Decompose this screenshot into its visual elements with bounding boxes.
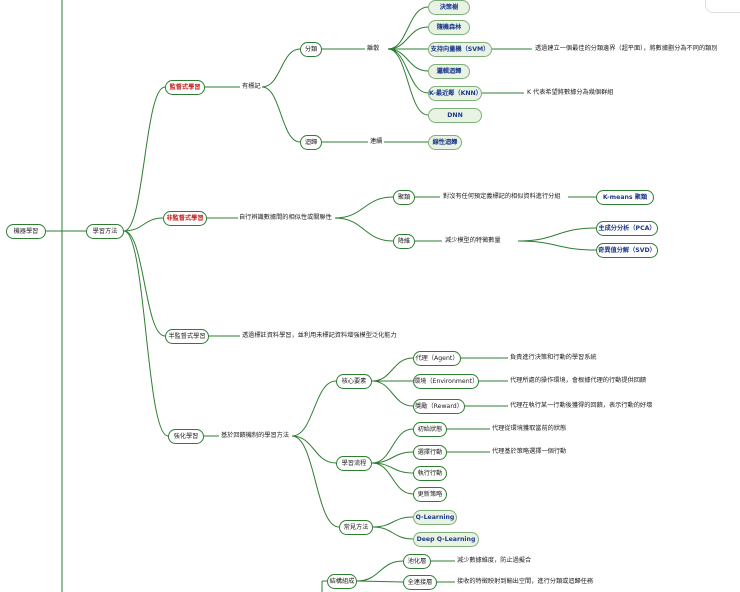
node-machine-learning[interactable]: 機器學習	[6, 224, 46, 239]
connector-line	[123, 217, 164, 232]
node-kmeans[interactable]: K-means 聚類	[596, 190, 654, 205]
node-reinforcement[interactable]: 強化學習	[168, 429, 204, 444]
node-svd[interactable]: 奇異值分解（SVD）	[596, 243, 658, 258]
dim-reduction-note: 減少模型的特徵數量	[445, 237, 501, 244]
label-continuous: 連續	[370, 138, 383, 145]
connector-line	[334, 196, 394, 219]
node-learning-methods[interactable]: 學習方法	[86, 224, 124, 239]
node-dnn[interactable]: DNN	[428, 108, 482, 123]
reward-note: 代理在執行某一行動後獲得的回饋，表示行動的好壞	[510, 402, 653, 409]
node-unsupervised[interactable]: 非監督式學習	[163, 211, 207, 226]
node-initial-state[interactable]: 初始狀態	[413, 422, 447, 437]
connector-line	[517, 227, 597, 242]
node-pooling-layer[interactable]: 池化層	[403, 554, 431, 569]
fc-note: 接收的特徵映射到輸出空間，進行分類或迴歸任務	[457, 578, 594, 585]
connector-line	[387, 48, 429, 94]
node-deep-q-learning[interactable]: Deep Q-Learning	[413, 532, 479, 547]
connector-line	[387, 48, 429, 72]
initial-state-note: 代理從環境獲取當前的狀態	[492, 425, 567, 432]
label-discrete: 離散	[367, 45, 380, 52]
node-supervised[interactable]: 監督式學習	[165, 80, 205, 95]
unsupervised-desc: 自行辨識數據間的相似性或關聯性	[239, 214, 332, 221]
node-regression[interactable]: 迴歸	[300, 135, 322, 150]
connector-line	[372, 516, 414, 528]
node-execute-action[interactable]: 執行行動	[413, 466, 447, 481]
agent-note: 負責進行決策和行動的學習系統	[510, 354, 597, 361]
connector-line	[387, 26, 429, 50]
connector-line	[371, 451, 414, 464]
node-classification[interactable]: 分類	[300, 42, 322, 57]
window-corner	[705, 0, 740, 13]
node-update-policy[interactable]: 更新策略	[413, 487, 447, 502]
node-common-methods[interactable]: 常見方法	[339, 520, 373, 535]
pooling-note: 減少數據維度，防止過擬合	[457, 557, 532, 564]
node-decision-tree[interactable]: 決策樹	[428, 0, 470, 15]
node-q-learning[interactable]: Q-Learning	[413, 510, 457, 525]
clustering-note: 對沒有任何預定義標記的相似資料進行分組	[443, 193, 561, 200]
connector-line	[371, 462, 414, 495]
environment-note: 代理所處的操作環境，會根據代理的行動提供回饋	[510, 377, 647, 384]
connector-line	[261, 86, 301, 143]
node-linear-regression[interactable]: 線性迴歸	[428, 135, 462, 150]
connector-line	[123, 230, 169, 437]
connector-line	[291, 435, 340, 528]
connector-line	[387, 6, 429, 50]
node-environment[interactable]: 環境（Environment）	[413, 374, 479, 389]
node-random-forest[interactable]: 隨機森林	[428, 20, 470, 35]
connector-line	[123, 86, 166, 232]
connector-line	[291, 435, 337, 464]
knn-note: K 代表希望將數據分為幾個群組	[527, 89, 614, 96]
connector-line	[371, 428, 414, 464]
node-dim-reduction[interactable]: 降維	[393, 234, 415, 249]
select-action-note: 代理基於策略選擇一個行動	[492, 448, 567, 455]
connector-line	[123, 230, 166, 337]
node-logistic-regression[interactable]: 邏輯迴歸	[428, 64, 470, 79]
node-knn[interactable]: K-最近鄰（KNN）	[428, 86, 482, 101]
supervised-desc: 有標記	[242, 83, 261, 90]
svm-note: 透過建立一個最佳的分類邊界（超平面），將數據劃分為不同的類別	[535, 45, 718, 52]
connector-line	[372, 526, 414, 540]
node-reward[interactable]: 獎勵（Reward）	[413, 399, 465, 414]
node-pca[interactable]: 主成分分析（PCA）	[596, 221, 658, 236]
connector-line	[356, 560, 404, 582]
connector-line	[371, 380, 414, 407]
node-fc-layer[interactable]: 全連接層	[403, 575, 437, 590]
reinforcement-desc: 基於回饋機制的學習方法	[221, 432, 290, 439]
node-agent[interactable]: 代理（Agent）	[413, 351, 461, 366]
connector-line	[356, 580, 404, 583]
node-structure[interactable]: 結構組成	[327, 574, 357, 589]
node-core-elements[interactable]: 核心要素	[336, 374, 372, 389]
connector-line	[387, 48, 429, 116]
node-learning-process[interactable]: 學習流程	[336, 456, 372, 471]
semi-supervised-desc: 透過標註資料學習，並利用未標記資料增強模型泛化能力	[242, 332, 397, 339]
node-semi-supervised[interactable]: 半監督式學習	[165, 329, 209, 344]
connector-line	[371, 357, 414, 382]
connector-line	[517, 240, 597, 251]
connector-line	[291, 380, 337, 437]
connector-line	[261, 48, 301, 88]
node-svm[interactable]: 支持向量機（SVM）	[428, 42, 492, 57]
node-clustering[interactable]: 聚類	[393, 190, 415, 205]
node-select-action[interactable]: 選擇行動	[413, 445, 447, 460]
connector-line	[334, 217, 394, 242]
